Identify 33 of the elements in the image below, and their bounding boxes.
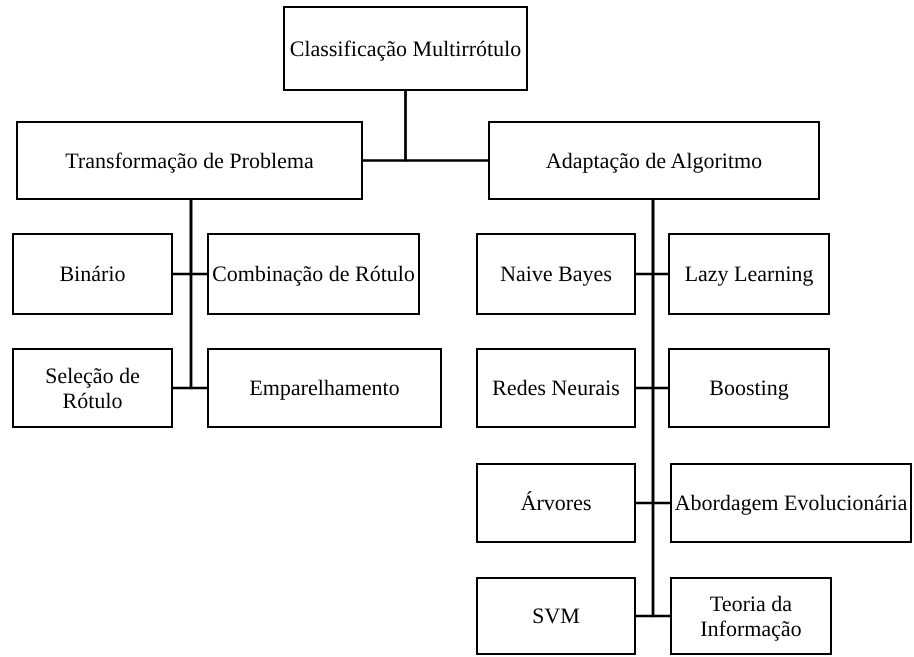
category-box	[670, 463, 912, 543]
connector-line	[652, 200, 670, 618]
category-box	[207, 233, 420, 315]
box-label: Redes Neurais	[492, 375, 620, 401]
box-label: Transformação de Problema	[65, 148, 314, 174]
box-label: Classificação Multirrótulo	[290, 36, 522, 62]
category-box	[283, 6, 528, 91]
box-label: Lazy Learning	[684, 261, 814, 287]
category-box	[12, 233, 173, 315]
category-box	[476, 348, 636, 428]
box-label: Naive Bayes	[500, 261, 612, 287]
category-box	[668, 348, 830, 428]
box-label: Binário	[60, 261, 126, 287]
category-box	[207, 348, 442, 428]
box-label: Seleção de Rótulo	[44, 362, 141, 414]
category-box	[670, 577, 832, 655]
box-label: Emparelhamento	[249, 375, 400, 401]
connector-line	[190, 200, 207, 390]
box-label: Adaptação de Algoritmo	[546, 148, 762, 174]
box-label: Abordagem Evolucionária	[674, 490, 908, 516]
category-box	[476, 463, 636, 543]
box-label: Árvores	[520, 490, 592, 516]
category-box	[16, 121, 363, 200]
box-label: Teoria da Informação	[699, 590, 803, 642]
box-label: SVM	[532, 603, 580, 629]
category-box	[476, 577, 636, 655]
category-box	[668, 233, 830, 315]
box-label: Combinação de Rótulo	[212, 261, 415, 287]
box-label: Boosting	[709, 375, 789, 401]
category-box	[12, 348, 173, 428]
category-box	[476, 233, 636, 315]
category-box	[488, 121, 820, 200]
connector-line	[404, 91, 488, 162]
